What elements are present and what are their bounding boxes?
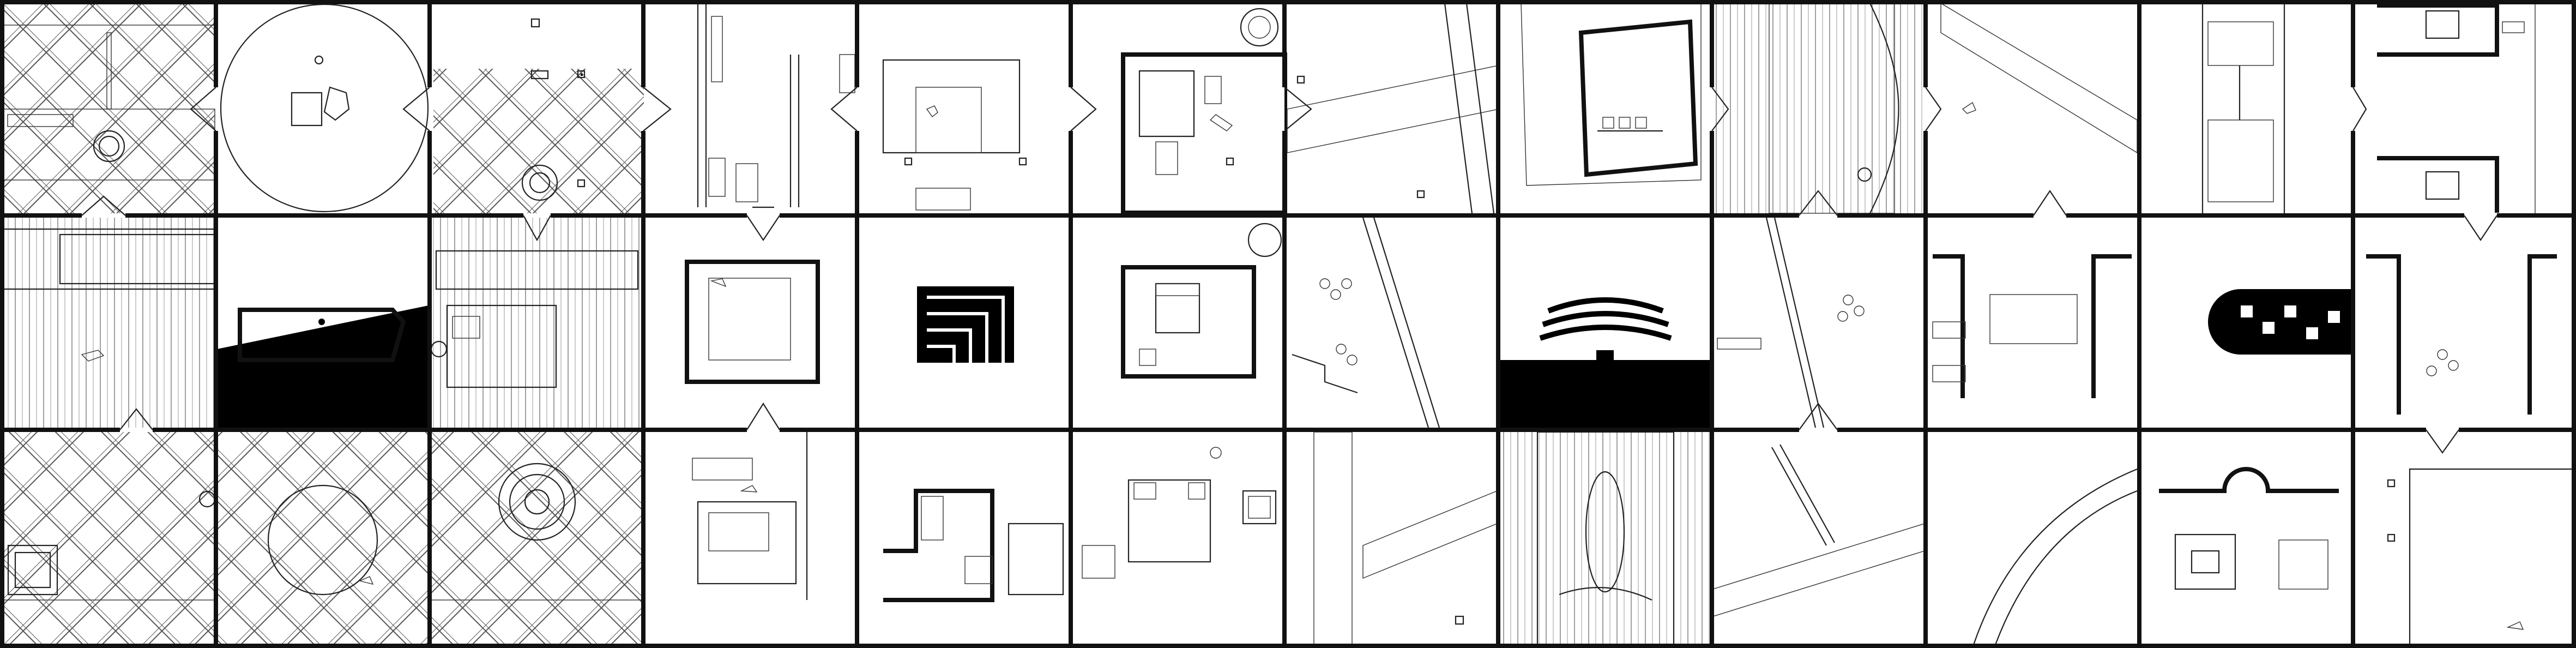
cell-terrace-stair xyxy=(430,218,642,428)
cell-stair-box xyxy=(644,218,856,428)
cell-solid-seating xyxy=(1499,218,1711,428)
cell-bed-room xyxy=(1072,218,1283,428)
cell-open-room xyxy=(2354,218,2573,428)
cell-walled-court xyxy=(858,432,1070,645)
cell-bedroom-suites xyxy=(2356,3,2573,213)
cell-furnished-apartment xyxy=(1073,3,1289,215)
cell-lattice-round-room xyxy=(217,432,429,645)
cell-diagonal-lattice-pavilion xyxy=(3,432,216,645)
cell-rotated-auditorium xyxy=(1501,3,1712,213)
cell-courtyard-stair xyxy=(860,3,1071,213)
cell-crossing-ramps xyxy=(1712,432,1925,645)
cell-stair-tower xyxy=(2142,3,2354,213)
cell-diagonal-lattice-stairs xyxy=(3,3,215,213)
cell-curved-ramp xyxy=(1927,432,2138,645)
cell-arched-hall xyxy=(2354,432,2573,645)
cell-garden-walk xyxy=(1713,217,1925,428)
cell-solid-emblem xyxy=(858,218,1070,428)
cell-corridor-rooms xyxy=(646,3,858,213)
cell-solid-checker-pill xyxy=(2140,218,2352,428)
cell-roof-terrace xyxy=(2,218,216,428)
cell-diagonal-lattice-spiral xyxy=(433,3,644,213)
cell-oval-gallery xyxy=(1499,431,1711,646)
cell-angled-stair-bands xyxy=(1287,3,1499,214)
cell-stair-hall xyxy=(1927,218,2138,428)
cell-solid-pool xyxy=(217,218,429,428)
cell-diagonal-ramp xyxy=(1928,2,2140,213)
cell-living-suite xyxy=(2140,432,2352,645)
cell-diagonal-garden xyxy=(1286,217,1497,428)
cell-vertical-bands xyxy=(1715,3,1926,214)
cell-kitchen-bath xyxy=(1072,432,1283,645)
cell-bedroom-wing xyxy=(644,432,856,645)
cell-stair-bands xyxy=(1286,431,1498,645)
cell-lattice-spiral-stair xyxy=(430,432,643,645)
cell-circular-lattice-room xyxy=(220,3,429,213)
